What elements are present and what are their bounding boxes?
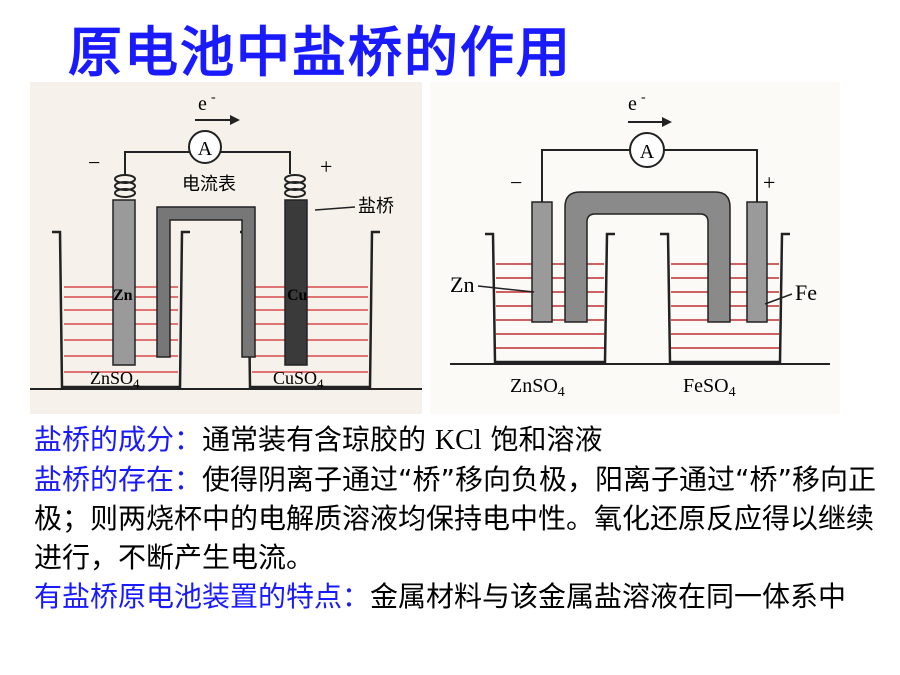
cu-electrode xyxy=(284,199,308,366)
page-title: 原电池中盐桥的作用 xyxy=(68,21,572,84)
left-solution-label: ZnSO4 xyxy=(90,368,140,391)
left-solution-label: ZnSO4 xyxy=(510,375,565,400)
composition-label: 盐桥的成分： xyxy=(34,423,203,456)
ammeter-icon xyxy=(188,130,222,164)
features-body: 金属材料与该金属盐溶液在同一体系中 xyxy=(370,580,847,613)
neg-sign: − xyxy=(510,170,522,195)
electron-label: e xyxy=(628,93,637,115)
right-electrode-label: Cu xyxy=(287,287,308,304)
pos-sign: + xyxy=(763,170,775,195)
arrow-right-icon xyxy=(662,117,672,127)
salt-bridge-composition: 盐桥的成分：通常装有含琼胶的 KCl 饱和溶液 xyxy=(34,420,884,460)
neg-sign: − xyxy=(88,150,100,175)
salt-bridge-existence: 盐桥的存在：使得阴离子通过“桥”移向负极，阳离子通过“桥”移向正极；则两烧杯中的… xyxy=(34,460,884,577)
pos-sign: + xyxy=(320,154,332,179)
zn-electrode xyxy=(112,199,136,366)
composition-body-a: 通常装有含琼胶的 xyxy=(202,423,435,456)
electron-sup: - xyxy=(641,90,646,105)
fe-electrode xyxy=(746,201,768,323)
right-coil xyxy=(284,174,306,198)
right-beaker xyxy=(660,232,790,364)
existence-label: 盐桥的存在： xyxy=(34,463,203,496)
arrow-right-icon xyxy=(230,115,240,125)
electron-sup: - xyxy=(211,90,216,105)
meter-symbol: A xyxy=(198,138,213,160)
salt-bridge xyxy=(156,206,256,358)
left-coil xyxy=(114,174,136,198)
electron-label: e xyxy=(198,93,207,115)
meter-label: 电流表 xyxy=(182,174,236,195)
features-label: 有盐桥原电池装置的特点： xyxy=(34,580,371,613)
existence-body: 使得阴离子通过“桥”移向负极，阳离子通过“桥”移向正极；则两烧杯中的电解质溶液均… xyxy=(34,463,877,574)
zn-electrode xyxy=(531,201,553,323)
right-electrode-label: Fe xyxy=(795,280,817,305)
salt-bridge-label: 盐桥 xyxy=(358,196,394,217)
right-solution-label: CuSO4 xyxy=(273,368,324,391)
right-solution-lines xyxy=(252,286,368,373)
device-features: 有盐桥原电池装置的特点：金属材料与该金属盐溶液在同一体系中 xyxy=(34,577,884,616)
left-electrode-label: Zn xyxy=(113,287,133,304)
right-solution-label: FeSO4 xyxy=(683,375,736,400)
explanation-text: 盐桥的成分：通常装有含琼胶的 KCl 饱和溶液 盐桥的存在：使得阴离子通过“桥”… xyxy=(34,420,884,616)
ammeter-icon xyxy=(629,132,665,168)
composition-body-b: 饱和溶液 xyxy=(481,423,603,456)
meter-symbol: A xyxy=(640,141,655,163)
left-beaker xyxy=(52,230,190,389)
zn-fe-cell-diagram: A e - − + xyxy=(430,82,840,414)
left-electrode-label: Zn xyxy=(450,272,474,297)
salt-bridge xyxy=(564,191,731,323)
zn-cu-cell-diagram: A e - − + 电流表 盐桥 xyxy=(30,82,422,414)
left-beaker xyxy=(485,232,615,364)
kcl-text: KCl xyxy=(434,425,482,456)
